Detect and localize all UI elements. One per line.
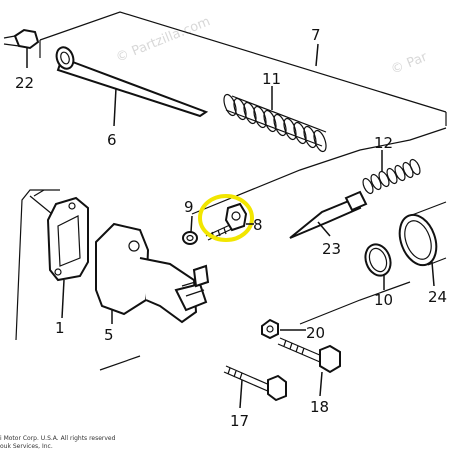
part-9-washer	[182, 215, 198, 245]
callout-23: 23	[322, 240, 341, 258]
callout-22: 22	[15, 74, 34, 92]
callout-7: 7	[311, 26, 321, 44]
part-11-spring	[223, 86, 327, 153]
part-22-cap	[3, 28, 40, 68]
callout-24: 24	[428, 288, 447, 306]
part-8-bolt	[205, 202, 248, 241]
copyright-line-1: i Motor Corp. U.S.A. All rights reserved	[0, 435, 116, 442]
callout-8: 8	[253, 216, 263, 234]
copyright-line-2: ouk Services, Inc.	[0, 443, 53, 450]
part-12-spring	[362, 150, 421, 195]
callout-17: 17	[230, 412, 249, 430]
part-23-plunger	[289, 190, 368, 239]
part-24-sleeve	[398, 201, 447, 287]
part-18-bolt	[277, 337, 341, 397]
callout-12: 12	[374, 134, 393, 152]
watermark: © Partzilla.com	[114, 14, 213, 65]
watermark-edge: © Par	[389, 49, 430, 77]
highlight-circle	[198, 194, 254, 242]
part-17-bolt	[223, 365, 287, 409]
housing-outline	[15, 11, 447, 371]
part-10-oring	[364, 243, 392, 290]
part-20-nut	[261, 318, 306, 340]
leader-7	[315, 43, 319, 67]
callout-1: 1	[55, 319, 65, 337]
callout-20: 20	[306, 324, 325, 342]
part-6-shaft	[55, 46, 209, 127]
callout-6: 6	[107, 131, 117, 149]
callout-18: 18	[310, 398, 329, 416]
callout-11: 11	[262, 70, 281, 88]
callout-9: 9	[184, 198, 194, 216]
part-1-gasket	[29, 189, 89, 319]
callout-10: 10	[374, 291, 393, 309]
callout-5: 5	[104, 326, 114, 344]
part-5-housing	[95, 222, 210, 324]
